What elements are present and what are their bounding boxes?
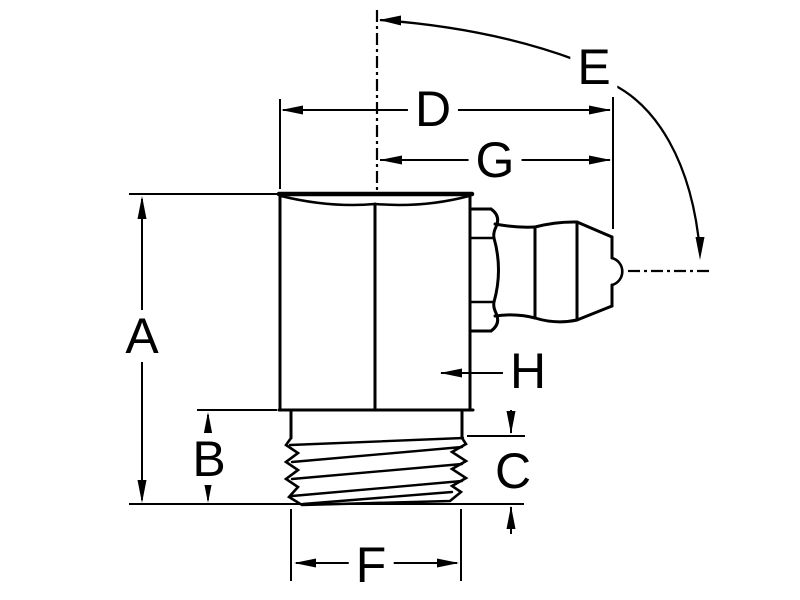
dim-label-h: H (502, 345, 554, 397)
arrow-a-bottom (137, 480, 147, 503)
arrow-d-right (589, 105, 611, 115)
dim-label-b: B (185, 433, 233, 485)
arrowheads (137, 15, 705, 568)
hex-body-outline (276, 191, 475, 412)
dim-label-a: A (118, 310, 166, 362)
arrow-h (440, 368, 462, 378)
arrow-f-left (294, 558, 316, 568)
arrow-g-right (589, 155, 611, 165)
nipple-head-outline (533, 220, 624, 324)
angle-arc-e-lower (611, 82, 702, 253)
centerlines (375, 10, 711, 273)
arrow-b-bottom (203, 480, 213, 503)
dim-label-g: G (468, 134, 522, 186)
arrow-c-bottom (506, 506, 516, 529)
nipple-tip-nub (610, 256, 624, 287)
threaded-stud-outline (283, 409, 469, 507)
dim-label-c: C (487, 445, 539, 497)
dim-label-e: E (570, 41, 618, 93)
arrow-a-top (137, 196, 147, 219)
arrow-b-top (203, 412, 213, 435)
arrow-e-top (379, 15, 401, 26)
arrow-g-left (380, 155, 402, 165)
angle-arc-e-upper (379, 18, 577, 62)
nipple-collar-outline (468, 207, 537, 333)
arrow-e-bottom (695, 237, 705, 260)
arrow-f-right (437, 558, 459, 568)
dim-label-d: D (407, 83, 459, 135)
arrow-c-top (506, 411, 516, 434)
arrow-d-left (281, 105, 303, 115)
dim-label-f: F (348, 539, 394, 591)
